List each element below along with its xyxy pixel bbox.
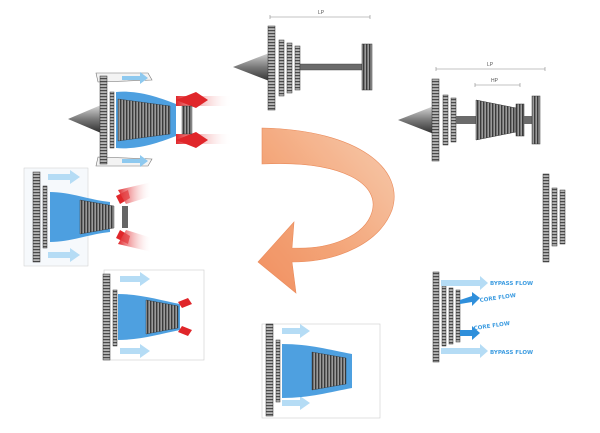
bypass-flow-arrow [441,344,488,358]
core-flow-arrow [460,292,480,306]
spinner-cone [398,106,434,134]
core-flow-label: CORE FLOW [473,321,510,332]
fan-stage-discs [542,173,566,263]
core-flow-label: CORE FLOW [479,293,516,304]
spinner-cone [68,105,101,133]
core-flow-arrow [460,326,480,340]
lp-turbine [531,95,541,145]
lp-compressor-stage [286,42,293,94]
bypass-flow-arrow [441,276,488,290]
lp-compressor-stage [278,39,285,97]
hp-turbine [515,103,525,137]
flow-split-diagram: BYPASS FLOW CORE FLOW CORE FLOW BYPASS F… [432,271,533,363]
core-flow-section [23,167,152,267]
compressor-section [102,269,205,361]
compressor-casing-section [261,323,381,419]
fan-disc [99,75,108,165]
hp-compressor [475,99,517,141]
lp-right-label: LP [487,62,494,68]
complete-turbofan-engine [68,72,232,167]
lp-hp-spool-assembly: LP HP [398,62,546,162]
lp-turbine [361,43,373,91]
bypass-flow-label: BYPASS FLOW [490,281,533,287]
lp-spool-exploded: LP [233,10,373,111]
fan-disc [32,171,41,263]
lp-compressor-stage [294,45,301,91]
fan-disc [267,25,276,111]
combustor-red [176,92,208,108]
spinner-cone [233,52,272,82]
bypass-flow-label: BYPASS FLOW [490,350,533,356]
combustor-red [176,132,208,148]
lp-top-label: LP [318,10,325,16]
lp-shaft [299,63,363,71]
fan-disc [265,323,274,417]
hp-right-label: HP [491,78,499,84]
fan-disc [102,273,111,361]
fan-disc [431,78,440,162]
assembly-sequence-arrow [257,127,395,294]
